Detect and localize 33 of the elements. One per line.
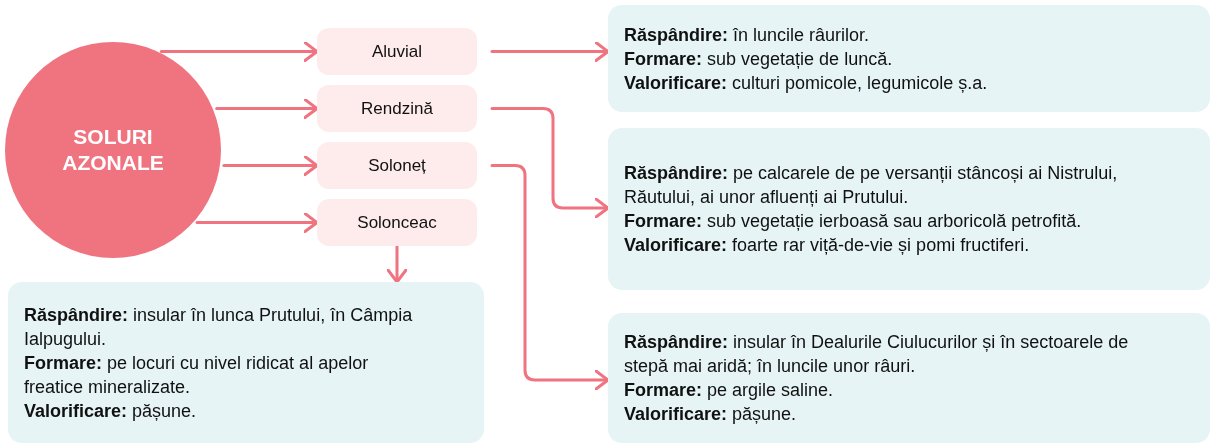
arrow <box>386 244 408 284</box>
node-label: Solonceac <box>357 212 437 233</box>
soil-type-box <box>317 142 477 189</box>
info-line: Răspândire: pe calcarele de pe versanții stâncoși ai Nistrului, Răutului, ai unor afluenți ai Prutului. <box>624 162 1119 209</box>
info-line: Formare: sub vegetație ierboasă sau arboricolă petrofită. <box>624 210 1083 233</box>
arrow <box>195 212 319 233</box>
node-label: Rendzină <box>361 98 433 119</box>
info-line: Formare: sub vegetație de luncă. <box>624 47 894 71</box>
soil-type-box <box>317 85 477 132</box>
info-card <box>8 282 484 443</box>
node-label: SOLURI AZONALE <box>61 124 165 176</box>
soil-type-box <box>317 199 477 246</box>
node-label: Aluvial <box>371 41 423 62</box>
soil-type-box <box>317 28 477 75</box>
arrow <box>159 41 319 62</box>
info-line: Răspândire: insular în lunca Prutului, în Câmpia Ialpugului. <box>24 303 414 351</box>
info-line: Răspândire: în luncile râurilor. <box>624 23 871 47</box>
info-line: Valorificare: pășune. <box>624 403 798 426</box>
info-line: Valorificare: culturi pomicole, legumicole ș.a. <box>624 71 989 95</box>
arrow <box>490 164 610 391</box>
arrow <box>490 107 610 219</box>
info-line: Răspândire: insular în Dealurile Ciulucurilor și în sectoarele de stepă mai aridă; în luncile unor râuri. <box>624 331 1130 378</box>
info-card <box>608 313 1210 443</box>
info-line: Valorificare: foarte rar viță-de-vie și pomi fructiferi. <box>624 234 1031 257</box>
arrow <box>222 155 319 176</box>
info-line: Formare: pe locuri cu nivel ridicat al apelor freatice mineralizate. <box>24 351 370 399</box>
info-card <box>608 5 1210 112</box>
arrow <box>490 41 610 62</box>
info-line: Valorificare: pășune. <box>24 399 198 423</box>
info-line: Formare: pe argile saline. <box>624 379 835 402</box>
info-card <box>608 128 1210 290</box>
arrow <box>215 98 319 119</box>
node-label: Soloneț <box>368 155 426 176</box>
